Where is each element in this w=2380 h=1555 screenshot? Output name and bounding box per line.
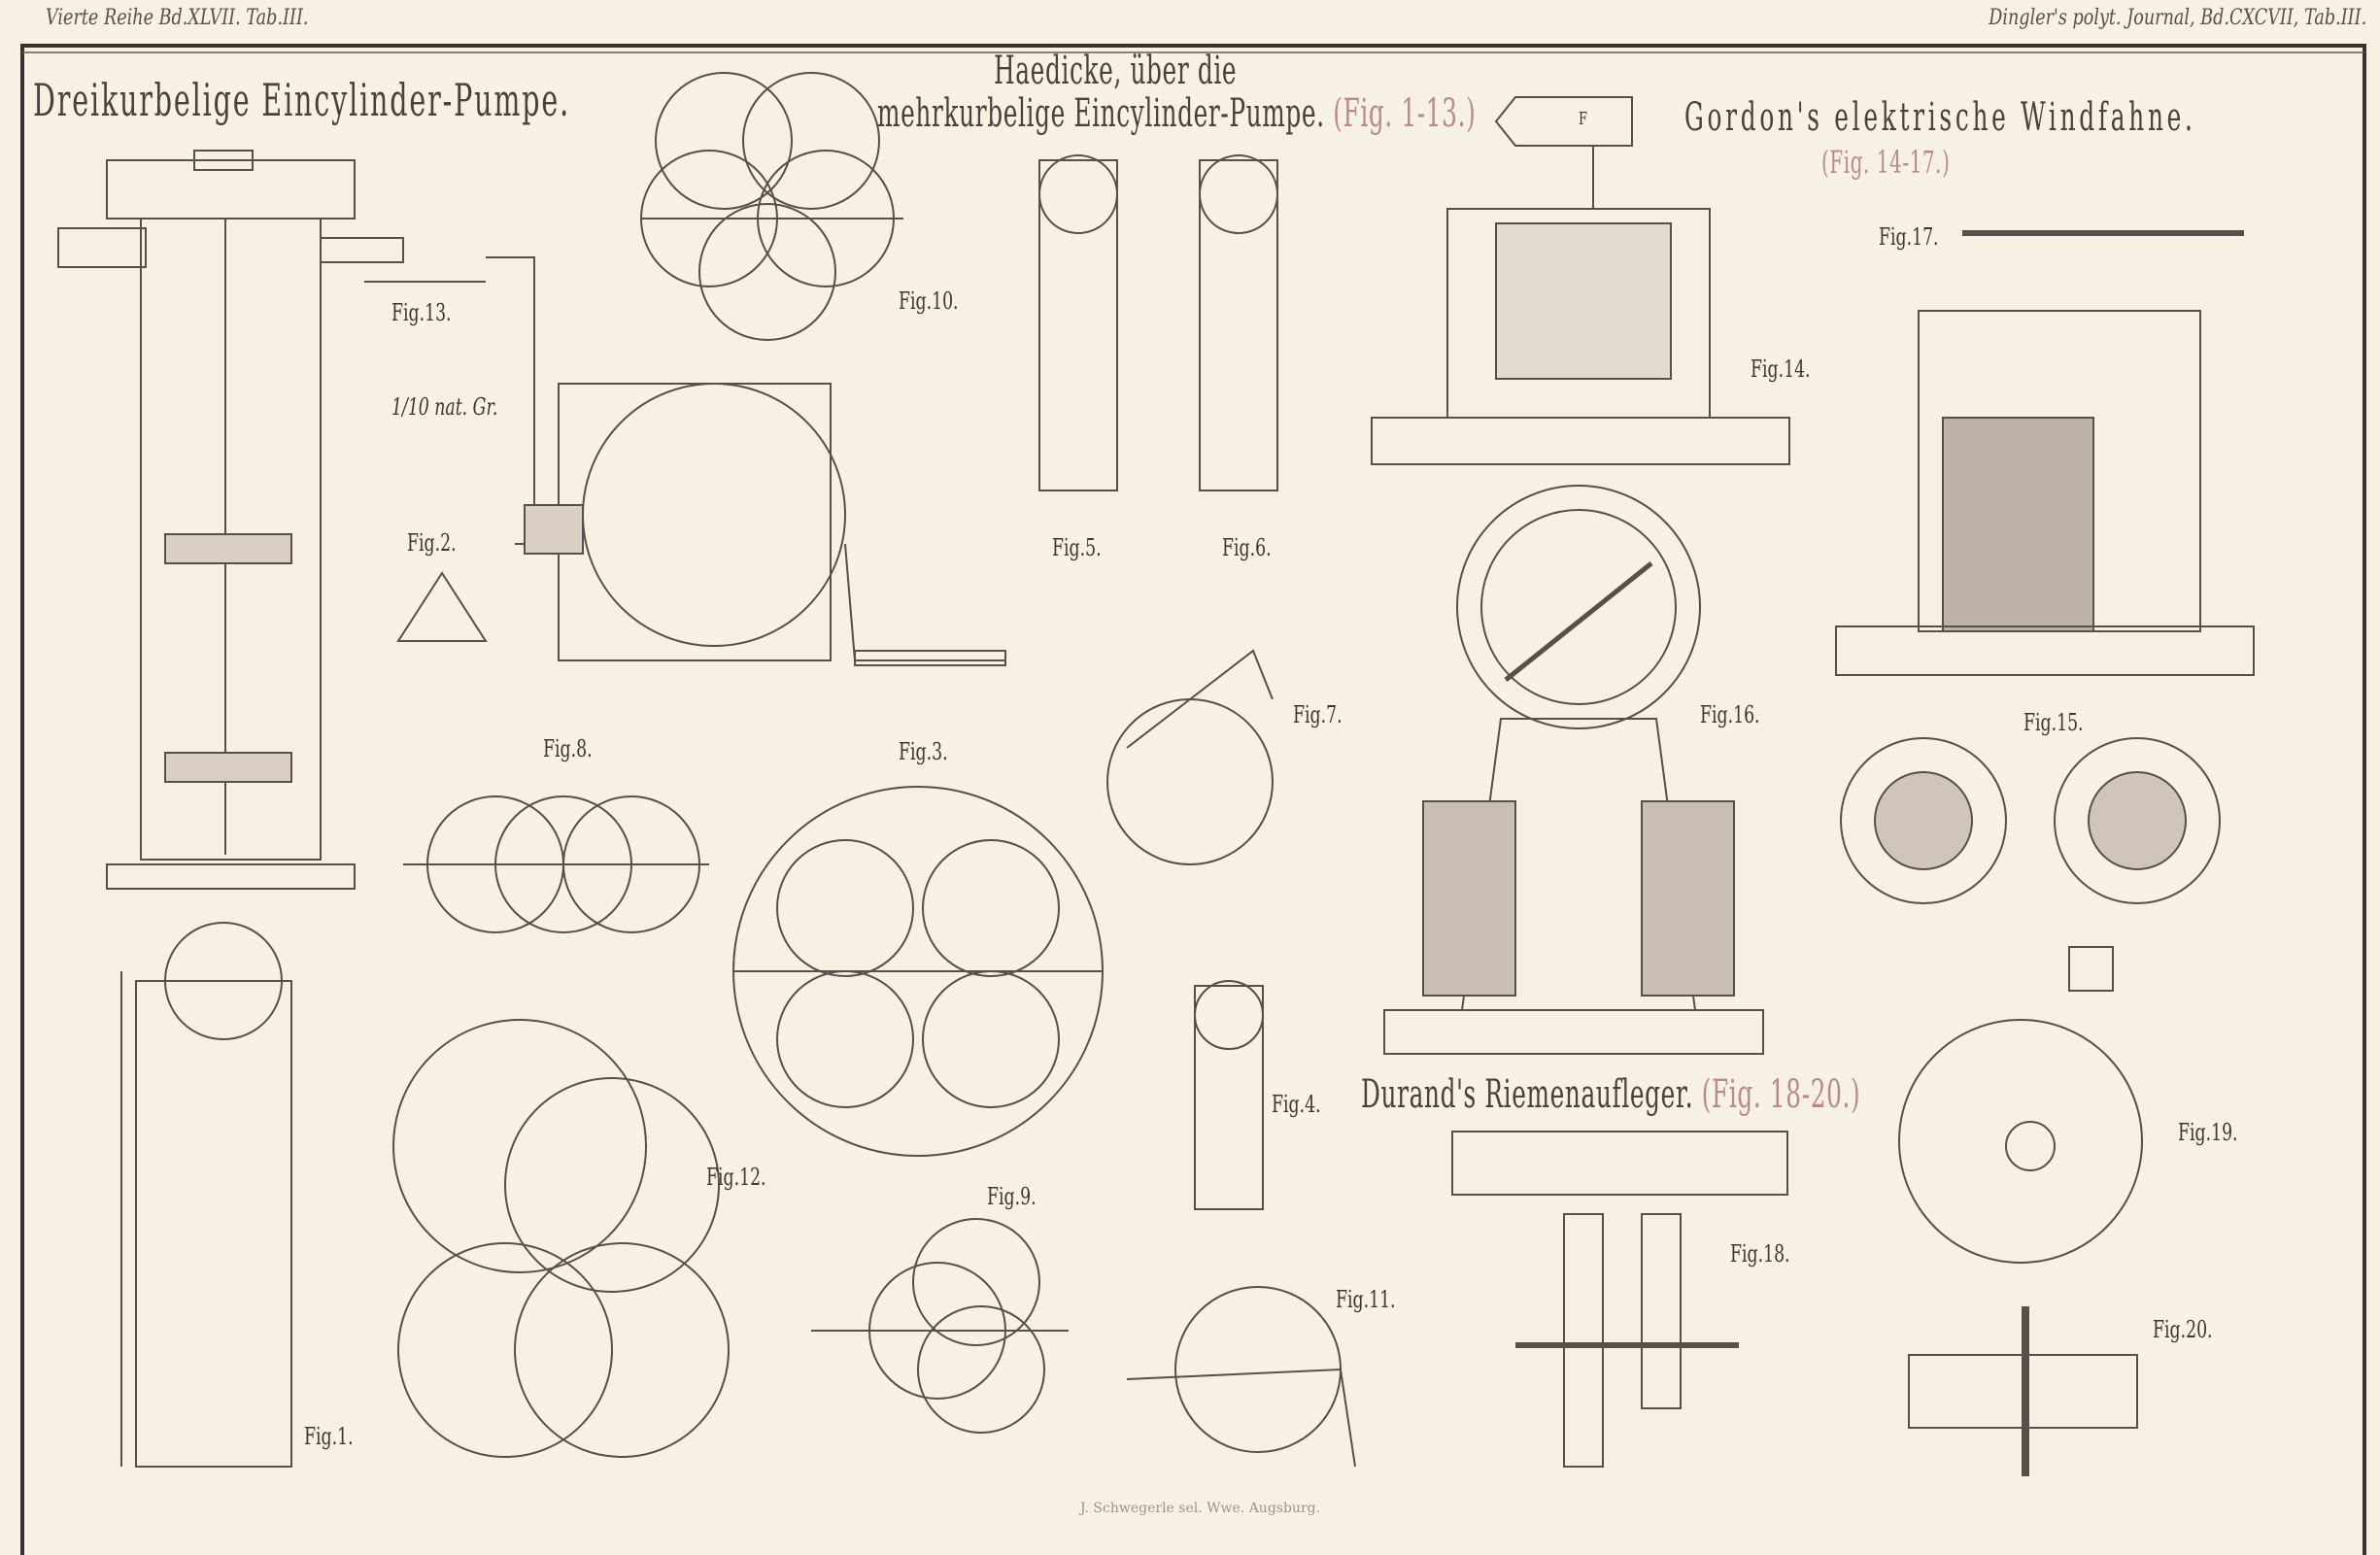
fig11-label: Fig.11. bbox=[1336, 1286, 1396, 1313]
fig16-dial bbox=[1383, 485, 1764, 1055]
pump-drawing bbox=[57, 150, 404, 890]
title-gordon-ref: (Fig. 14-17.) bbox=[1821, 144, 1951, 181]
fig17-label: Fig.17. bbox=[1879, 223, 1939, 251]
fig19-label: Fig.19. bbox=[2178, 1119, 2238, 1146]
fig18-belt-shifter bbox=[1451, 1131, 1788, 1468]
fig4-column bbox=[1194, 985, 1264, 1210]
plate-border bbox=[20, 44, 2366, 1555]
title-pump: Dreikurbelige Eincylinder-Pumpe. bbox=[33, 74, 571, 126]
title-haedicke-text: mehrkurbelige Eincylinder-Pumpe. bbox=[877, 91, 1325, 136]
title-durand-ref: (Fig. 18-20.) bbox=[1701, 1072, 1861, 1117]
fig10-circles bbox=[640, 72, 903, 341]
fig13-mechanism bbox=[364, 256, 1006, 666]
engraver-signature: J. Schwegerle sel. Wwe. Augsburg. bbox=[1080, 1501, 1321, 1516]
fig13-label: Fig.13. bbox=[391, 299, 452, 326]
fig3-label: Fig.3. bbox=[899, 738, 948, 765]
fig19-pulley bbox=[1898, 1019, 2143, 1264]
fig2-triangle bbox=[396, 571, 488, 642]
fig16-label: Fig.16. bbox=[1700, 701, 1760, 728]
fig12-label: Fig.12. bbox=[706, 1164, 766, 1191]
fig6-label: Fig.6. bbox=[1222, 534, 1272, 561]
fig20-pulley-section bbox=[1908, 1306, 2138, 1476]
fig4-label: Fig.4. bbox=[1272, 1091, 1321, 1118]
fig5-label: Fig.5. bbox=[1052, 534, 1102, 561]
fig20-label: Fig.20. bbox=[2153, 1316, 2213, 1343]
fig8-circles bbox=[403, 795, 709, 933]
fig10-label: Fig.10. bbox=[899, 287, 959, 315]
fig14-label: Fig.14. bbox=[1751, 355, 1811, 383]
fig8-label: Fig.8. bbox=[543, 735, 593, 762]
fig15-ratchet-right bbox=[2054, 737, 2221, 904]
fig11-circle bbox=[1174, 1286, 1342, 1453]
title-gordon: Gordon's elektrische Windfahne. bbox=[1684, 95, 2196, 140]
fig7-label: Fig.7. bbox=[1293, 701, 1343, 728]
fig1-diagram bbox=[120, 922, 292, 1468]
header-left: Vierte Reihe Bd.XLVII. Tab.III. bbox=[46, 6, 309, 30]
fig2-label: Fig.2. bbox=[407, 529, 457, 557]
title-haedicke-line1: Haedicke, über die bbox=[994, 49, 1238, 93]
fig3-circles bbox=[732, 786, 1104, 1157]
fig12-circles bbox=[392, 1019, 730, 1458]
fig9-circles bbox=[811, 1218, 1069, 1434]
scale-note: 1/10 nat. Gr. bbox=[391, 393, 498, 421]
fig6-column bbox=[1199, 159, 1278, 491]
fig18-label: Fig.18. bbox=[1730, 1240, 1790, 1268]
fig14-windvane-box bbox=[1371, 96, 1790, 465]
fig5-column bbox=[1038, 159, 1118, 491]
fig15-label: Fig.15. bbox=[2023, 709, 2084, 736]
fig7-circle bbox=[1106, 698, 1274, 865]
fig1-label: Fig.1. bbox=[304, 1423, 354, 1450]
title-haedicke-ref: (Fig. 1-13.) bbox=[1333, 91, 1477, 136]
title-haedicke-line2: mehrkurbelige Eincylinder-Pumpe. (Fig. 1… bbox=[877, 91, 1476, 136]
fig15-ratchet-left bbox=[1840, 737, 2007, 904]
fig9-label: Fig.9. bbox=[987, 1183, 1037, 1210]
fig17-apparatus bbox=[1835, 230, 2255, 676]
vane-letter: F bbox=[1579, 109, 1587, 129]
title-durand: Durand's Riemenaufleger. (Fig. 18-20.) bbox=[1361, 1072, 1860, 1117]
header-right: Dingler's polyt. Journal, Bd.CXCVII, Tab… bbox=[1989, 6, 2366, 30]
title-durand-text: Durand's Riemenaufleger. bbox=[1361, 1072, 1694, 1117]
